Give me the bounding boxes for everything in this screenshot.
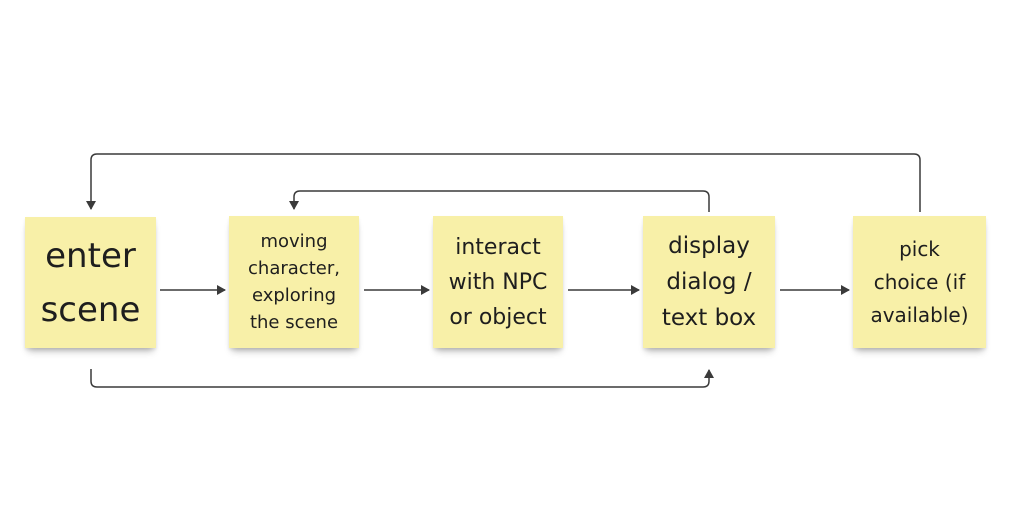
edge-pick-choice-to-enter-scene	[86, 153, 921, 212]
node-moving-character: moving character, exploring the scene	[229, 216, 359, 348]
node-pick-choice: pick choice (if available)	[853, 216, 986, 348]
node-label: display dialog / text box	[661, 233, 757, 331]
edge-display-dialog-to-moving-character	[289, 190, 710, 212]
node-label: pick choice (if available)	[870, 236, 969, 327]
node-label: moving character, exploring the scene	[248, 231, 340, 333]
node-display-dialog: display dialog / text box	[643, 216, 775, 348]
node-interact: interact with NPC or object	[433, 216, 563, 348]
edge-enter-scene-to-display-dialog	[90, 369, 714, 388]
node-label: interact with NPC or object	[448, 234, 548, 330]
node-enter-scene: enter scene	[25, 217, 156, 348]
node-label: enter scene	[40, 235, 141, 330]
